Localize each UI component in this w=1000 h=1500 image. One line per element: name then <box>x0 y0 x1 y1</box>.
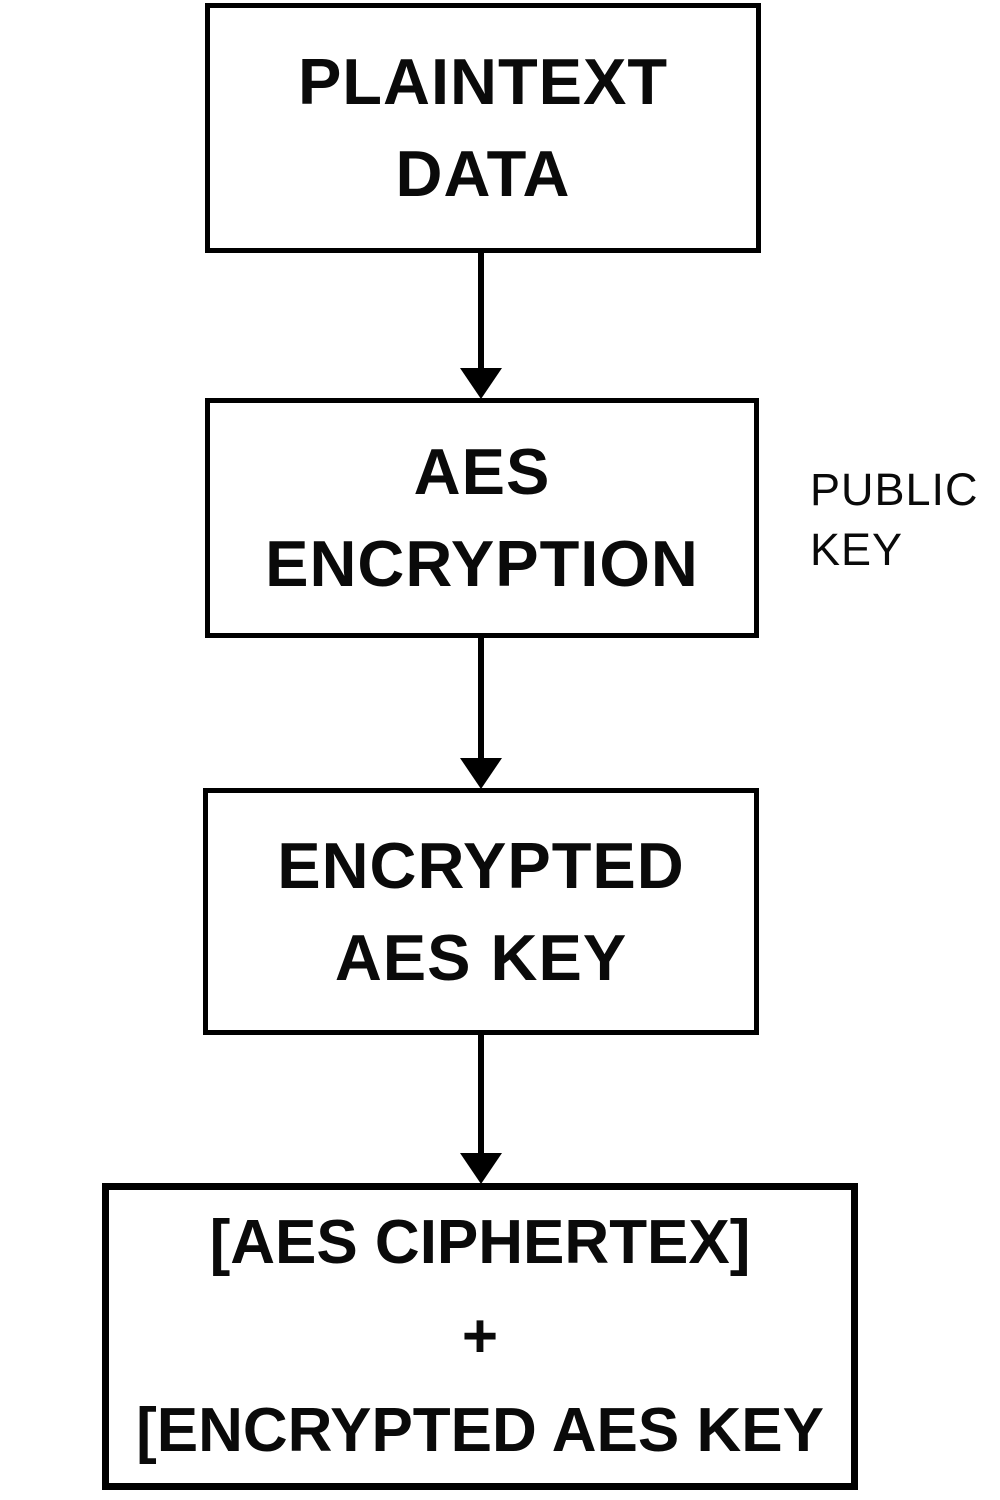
node-encrypted-aes-key: ENCRYPTED AES KEY <box>203 788 759 1035</box>
arrow-plaintext-to-aes-stem <box>478 253 484 369</box>
arrow-encrypted-key-to-output-stem <box>478 1035 484 1154</box>
arrow-down-icon <box>460 758 502 789</box>
node-ciphertext-output: [AES CIPHERTEX] + [ENCRYPTED AES KEY <box>102 1183 858 1490</box>
node-aes-encryption: AES ENCRYPTION <box>205 398 759 638</box>
node-encrypted-aes-key-line2: AES KEY <box>334 920 628 994</box>
node-aes-encryption-line2: ENCRYPTION <box>265 527 699 600</box>
public-key-label: PUBLIC KEY <box>810 460 979 580</box>
public-key-label-line2: KEY <box>810 524 904 575</box>
node-ciphertext-output-line1: [AES CIPHERTEX] <box>209 1207 751 1277</box>
public-key-label-line1: PUBLIC <box>810 464 979 515</box>
node-ciphertext-output-line3: [ENCRYPTED AES KEY <box>136 1395 824 1465</box>
node-plaintext-data: PLAINTEXT DATA <box>205 3 761 253</box>
arrow-down-icon <box>460 1153 502 1184</box>
node-aes-encryption-line1: AES <box>413 435 551 508</box>
arrow-aes-to-encrypted-key-stem <box>478 638 484 759</box>
arrow-down-icon <box>460 368 502 399</box>
node-encrypted-aes-key-line1: ENCRYPTED <box>277 828 685 902</box>
node-plaintext-data-line1: PLAINTEXT <box>297 45 669 118</box>
node-plaintext-data-line2: DATA <box>395 137 571 210</box>
node-ciphertext-output-line2: + <box>461 1301 499 1371</box>
